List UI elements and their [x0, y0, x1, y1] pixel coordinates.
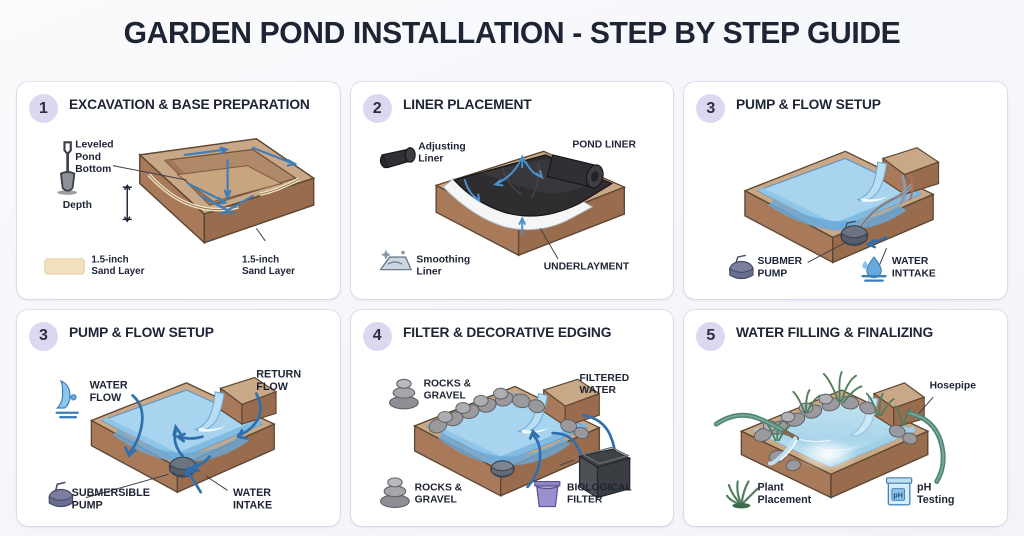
liner-roll-icon	[379, 147, 416, 169]
step-badge-6: 5	[696, 321, 726, 351]
step-badge-2: 2	[362, 94, 392, 123]
liner-pond-illustration	[434, 150, 626, 260]
step-badge-5: 4	[362, 321, 392, 351]
step-badge-4: 3	[29, 321, 58, 351]
panel-title-4: PUMP & FLOW SETUP	[69, 324, 214, 341]
label-hosepipe: Hosepipe	[930, 380, 977, 391]
pump-flow-pond-illustration	[743, 147, 941, 270]
biological-filter-icon	[533, 480, 561, 507]
panel-card-1: 1 EXCAVATION & BASE PREPARATION	[17, 82, 340, 299]
panel-card-2: 2 LINER PLACEMENT	[350, 82, 674, 299]
panel-header-6: 5 WATER FILLING & FINALIZING	[684, 310, 1007, 351]
panel-title-2: LINER PLACEMENT	[402, 97, 532, 113]
panel-card-5: 4 FILTER & DECORATIVE EDGING	[350, 309, 674, 526]
pond-plants	[765, 370, 912, 441]
panel-title-3: PUMP & FLOW SETUP	[736, 97, 882, 113]
panel-card-3: 3 PUMP & FLOW SETUP	[684, 82, 1007, 299]
label-pond-liner: POND LINER	[572, 140, 636, 151]
page-title: GARDEN POND INSTALLATION - STEP BY STEP …	[123, 15, 901, 50]
sand-swatch-icon	[44, 258, 85, 275]
rock-edging	[428, 387, 589, 439]
water-flow-icon	[55, 379, 79, 418]
excavation-pit-illustration	[112, 138, 316, 245]
submersible-pump-icon	[48, 481, 74, 507]
pump-flow-detailed-illustration	[85, 376, 278, 498]
step-badge-1: 1	[29, 94, 58, 123]
panel-title-1: EXCAVATION & BASE PREPARATION	[69, 97, 310, 113]
smoothing-trowel-icon	[378, 249, 412, 271]
ph-badge-text: pH	[894, 491, 904, 499]
panel-header-1: 1 EXCAVATION & BASE PREPARATION	[17, 82, 340, 123]
panel-card-4: 3 PUMP & FLOW SETUP	[17, 309, 340, 526]
label-rocks-gravel-bottom: ROCKS &GRAVEL	[414, 482, 462, 505]
submersible-pump-icon	[729, 254, 754, 280]
depth-indicator	[122, 183, 132, 223]
step-badge-3: 3	[696, 94, 726, 123]
panel-header-4: 3 PUMP & FLOW SETUP	[17, 310, 340, 351]
pump-body	[489, 459, 515, 478]
water-intake-icon	[861, 256, 887, 282]
panel-header-3: 3 PUMP & FLOW SETUP	[684, 82, 1007, 123]
panel-title-6: WATER FILLING & FINALIZING	[736, 324, 934, 341]
panel-grid: 1 EXCAVATION & BASE PREPARATION	[17, 82, 1007, 526]
label-underlayment: UNDERLAYMENT	[543, 262, 629, 273]
filter-box	[577, 446, 632, 499]
plant-icon	[726, 479, 759, 508]
shovel-icon	[57, 141, 78, 195]
ph-test-icon: pH	[886, 476, 913, 505]
label-depth: Depth	[63, 200, 92, 211]
label-rocks-gravel-top: ROCKS &GRAVEL	[423, 378, 471, 401]
pond-liner-roll	[546, 154, 604, 189]
panel-header-2: 2 LINER PLACEMENT	[351, 82, 674, 123]
finished-pond-illustration	[714, 370, 946, 499]
filter-edging-pond-illustration	[412, 378, 632, 499]
stacked-rocks-icon	[379, 476, 410, 508]
stacked-rocks-icon	[388, 378, 419, 409]
pump-body	[840, 220, 869, 247]
panel-header-5: 4 FILTER & DECORATIVE EDGING	[351, 310, 674, 351]
panel-title-5: FILTER & DECORATIVE EDGING	[402, 324, 611, 341]
panel-card-6: 5 WATER FILLING & FINALIZING	[684, 309, 1007, 526]
